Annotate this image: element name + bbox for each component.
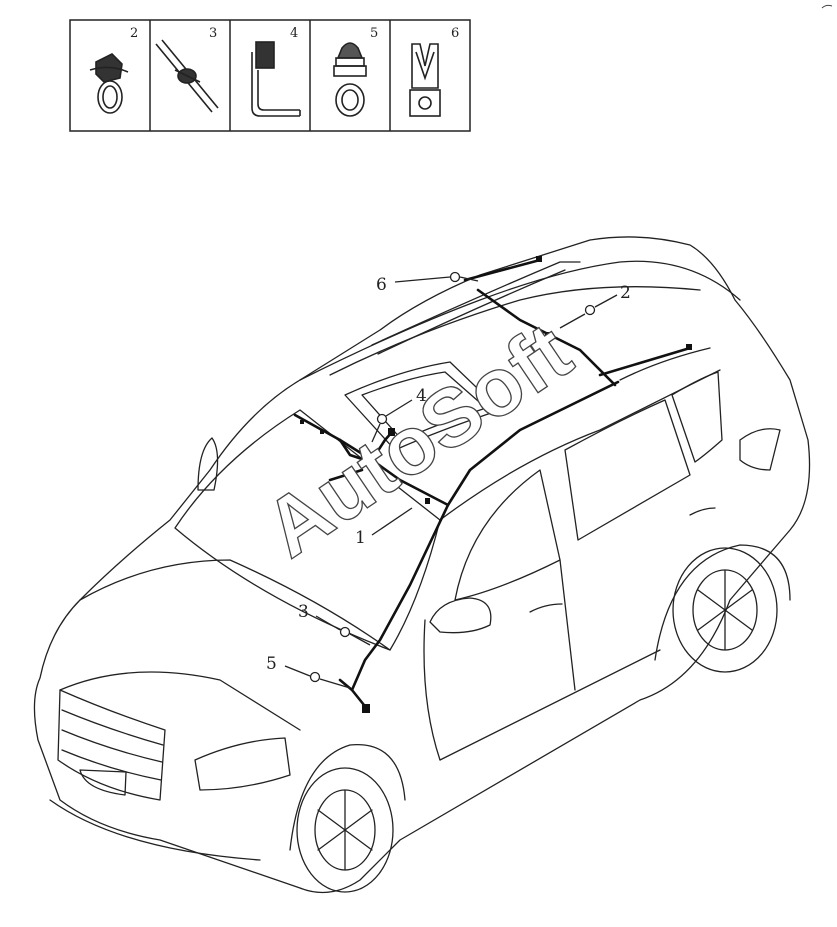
callout-1: 1 <box>355 507 413 548</box>
vehicle-outline <box>33 236 811 894</box>
callout-number: 1 <box>355 528 366 548</box>
callout-number: 6 <box>376 275 387 295</box>
legend-cell-2: 2 <box>89 26 138 114</box>
legend-cell-6: 6 <box>409 26 459 117</box>
cable-tie-icon <box>155 39 219 113</box>
callouts: 1 2 3 4 5 <box>266 271 631 689</box>
hook-clip-icon <box>251 41 301 117</box>
corner-mark <box>821 4 833 9</box>
legend-number: 5 <box>370 26 378 41</box>
callout-number: 2 <box>620 283 631 303</box>
legend-number: 3 <box>209 26 217 41</box>
watermark: AutoSoft <box>249 306 587 575</box>
callout-2: 2 <box>559 283 631 329</box>
callout-number: 5 <box>266 654 277 674</box>
callout-4: 4 <box>371 386 427 443</box>
legend-table: 2 3 4 <box>69 19 471 132</box>
callout-number: 4 <box>416 386 427 406</box>
legend-cell-4: 4 <box>251 26 301 117</box>
legend-cell-3: 3 <box>155 26 219 113</box>
strap-clamp-icon <box>89 53 129 114</box>
bracket-clip-icon <box>409 43 441 117</box>
legend-number: 4 <box>290 26 298 41</box>
legend-number: 2 <box>130 26 138 41</box>
harness-connectors <box>300 256 692 713</box>
callout-5: 5 <box>266 654 351 689</box>
callout-6: 6 <box>376 271 479 295</box>
callout-3: 3 <box>298 602 371 646</box>
legend-number: 6 <box>451 26 459 41</box>
legend-cell-5: 5 <box>333 26 378 117</box>
callout-number: 3 <box>298 602 309 622</box>
push-pin-clip-icon <box>333 42 367 117</box>
